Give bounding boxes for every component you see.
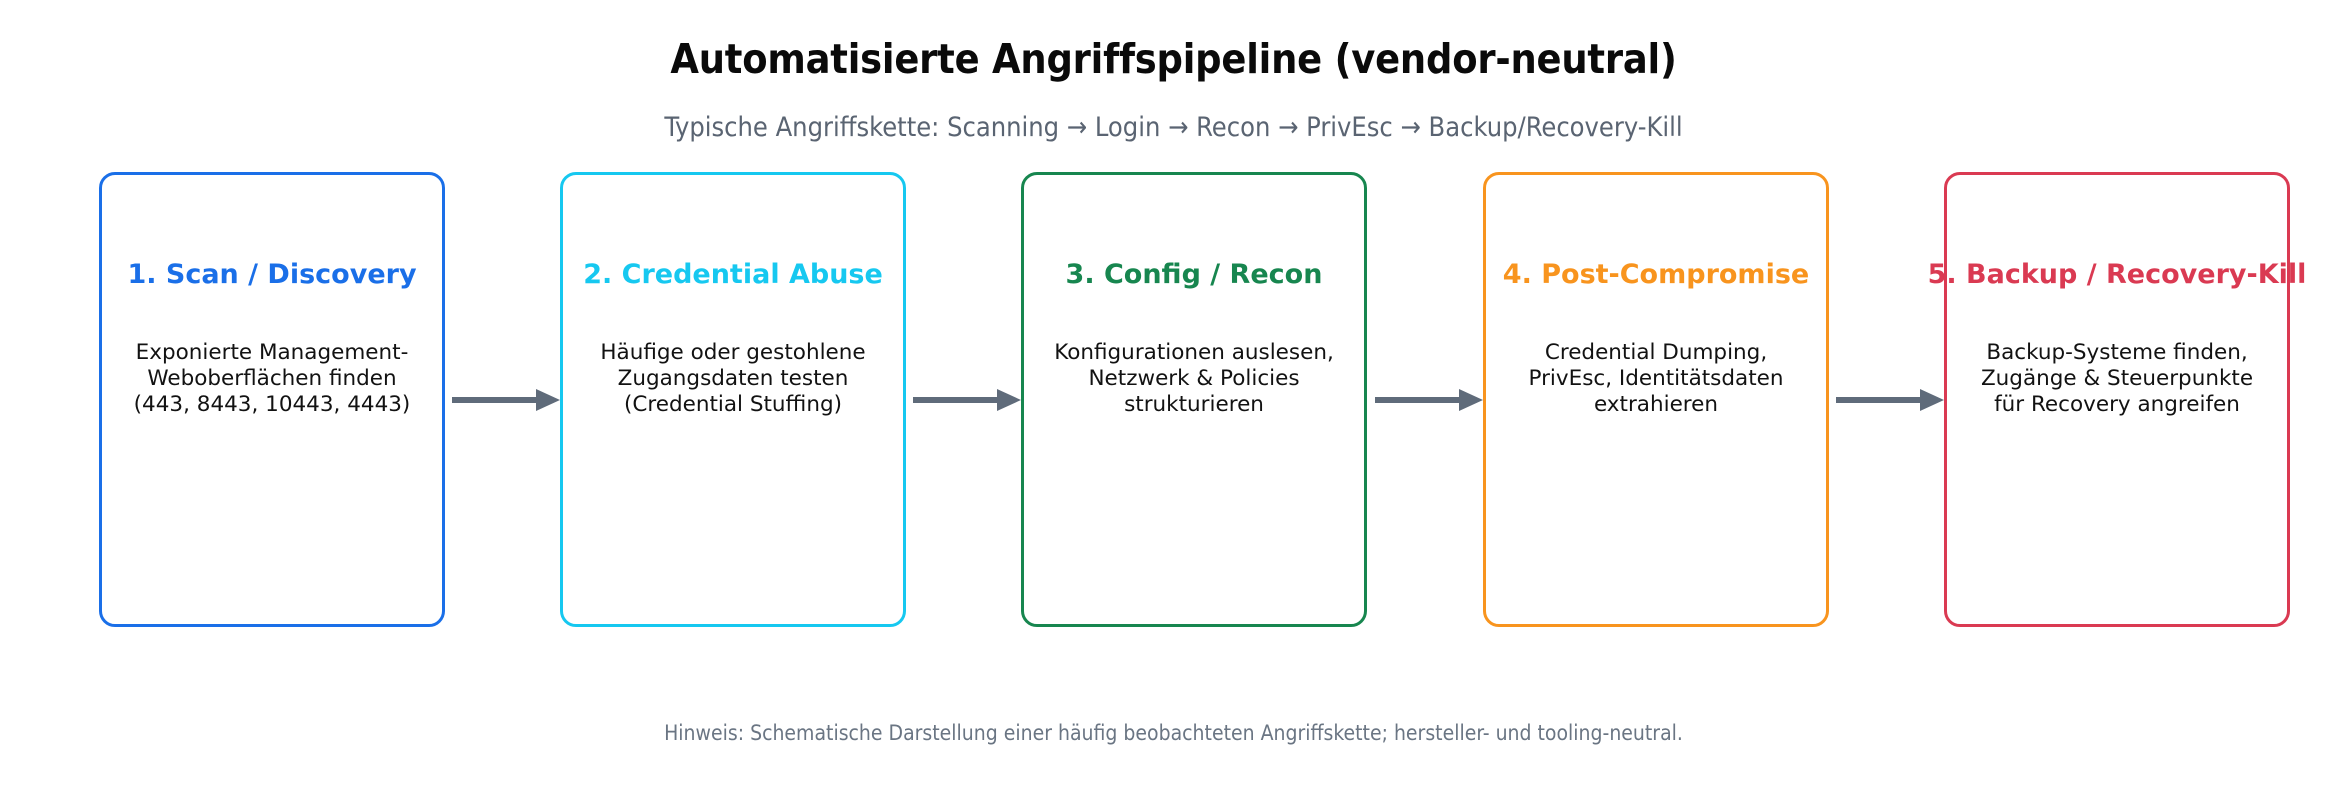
stage-node-4-title: 4. Post-Compromise	[1502, 259, 1810, 290]
arrow-right-icon	[1834, 386, 1944, 414]
stage-node-3-title: 3. Config / Recon	[1065, 259, 1323, 290]
stage-node-1-title: 1. Scan / Discovery	[127, 259, 417, 290]
stage-node-5-description: Backup-Systeme finden, Zugänge & Steuerp…	[1980, 340, 2254, 417]
arrow-right-icon	[1373, 386, 1483, 414]
footer-note: Hinweis: Schematische Darstellung einer …	[664, 721, 1683, 745]
page-subtitle: Typische Angriffskette: Scanning → Login…	[664, 112, 1683, 143]
stage-node-1-description: Exponierte Management- Weboberflächen fi…	[133, 340, 411, 417]
arrow-right-icon	[450, 386, 560, 414]
stage-node-3-description: Konfigurationen auslesen, Netzwerk & Pol…	[1054, 340, 1334, 417]
stage-node-2[interactable]: 2. Credential Abuse Häufige oder gestohl…	[560, 172, 906, 627]
stage-node-2-title: 2. Credential Abuse	[583, 259, 883, 290]
stage-node-4[interactable]: 4. Post-Compromise Credential Dumping, P…	[1483, 172, 1829, 627]
arrow-right-icon	[911, 386, 1021, 414]
stage-node-5-title: 5. Backup / Recovery-Kill	[1927, 259, 2307, 290]
stage-node-3[interactable]: 3. Config / Recon Konfigurationen ausles…	[1021, 172, 1367, 627]
stage-node-4-description: Credential Dumping, PrivEsc, Identitätsd…	[1528, 340, 1784, 417]
page-title: Automatisierte Angriffspipeline (vendor-…	[670, 35, 1677, 83]
stage-node-2-description: Häufige oder gestohlene Zugangsdaten tes…	[600, 340, 866, 417]
stage-node-5[interactable]: 5. Backup / Recovery-Kill Backup-Systeme…	[1928, 172, 2306, 627]
stage-node-1[interactable]: 1. Scan / Discovery Exponierte Managemen…	[99, 172, 445, 627]
